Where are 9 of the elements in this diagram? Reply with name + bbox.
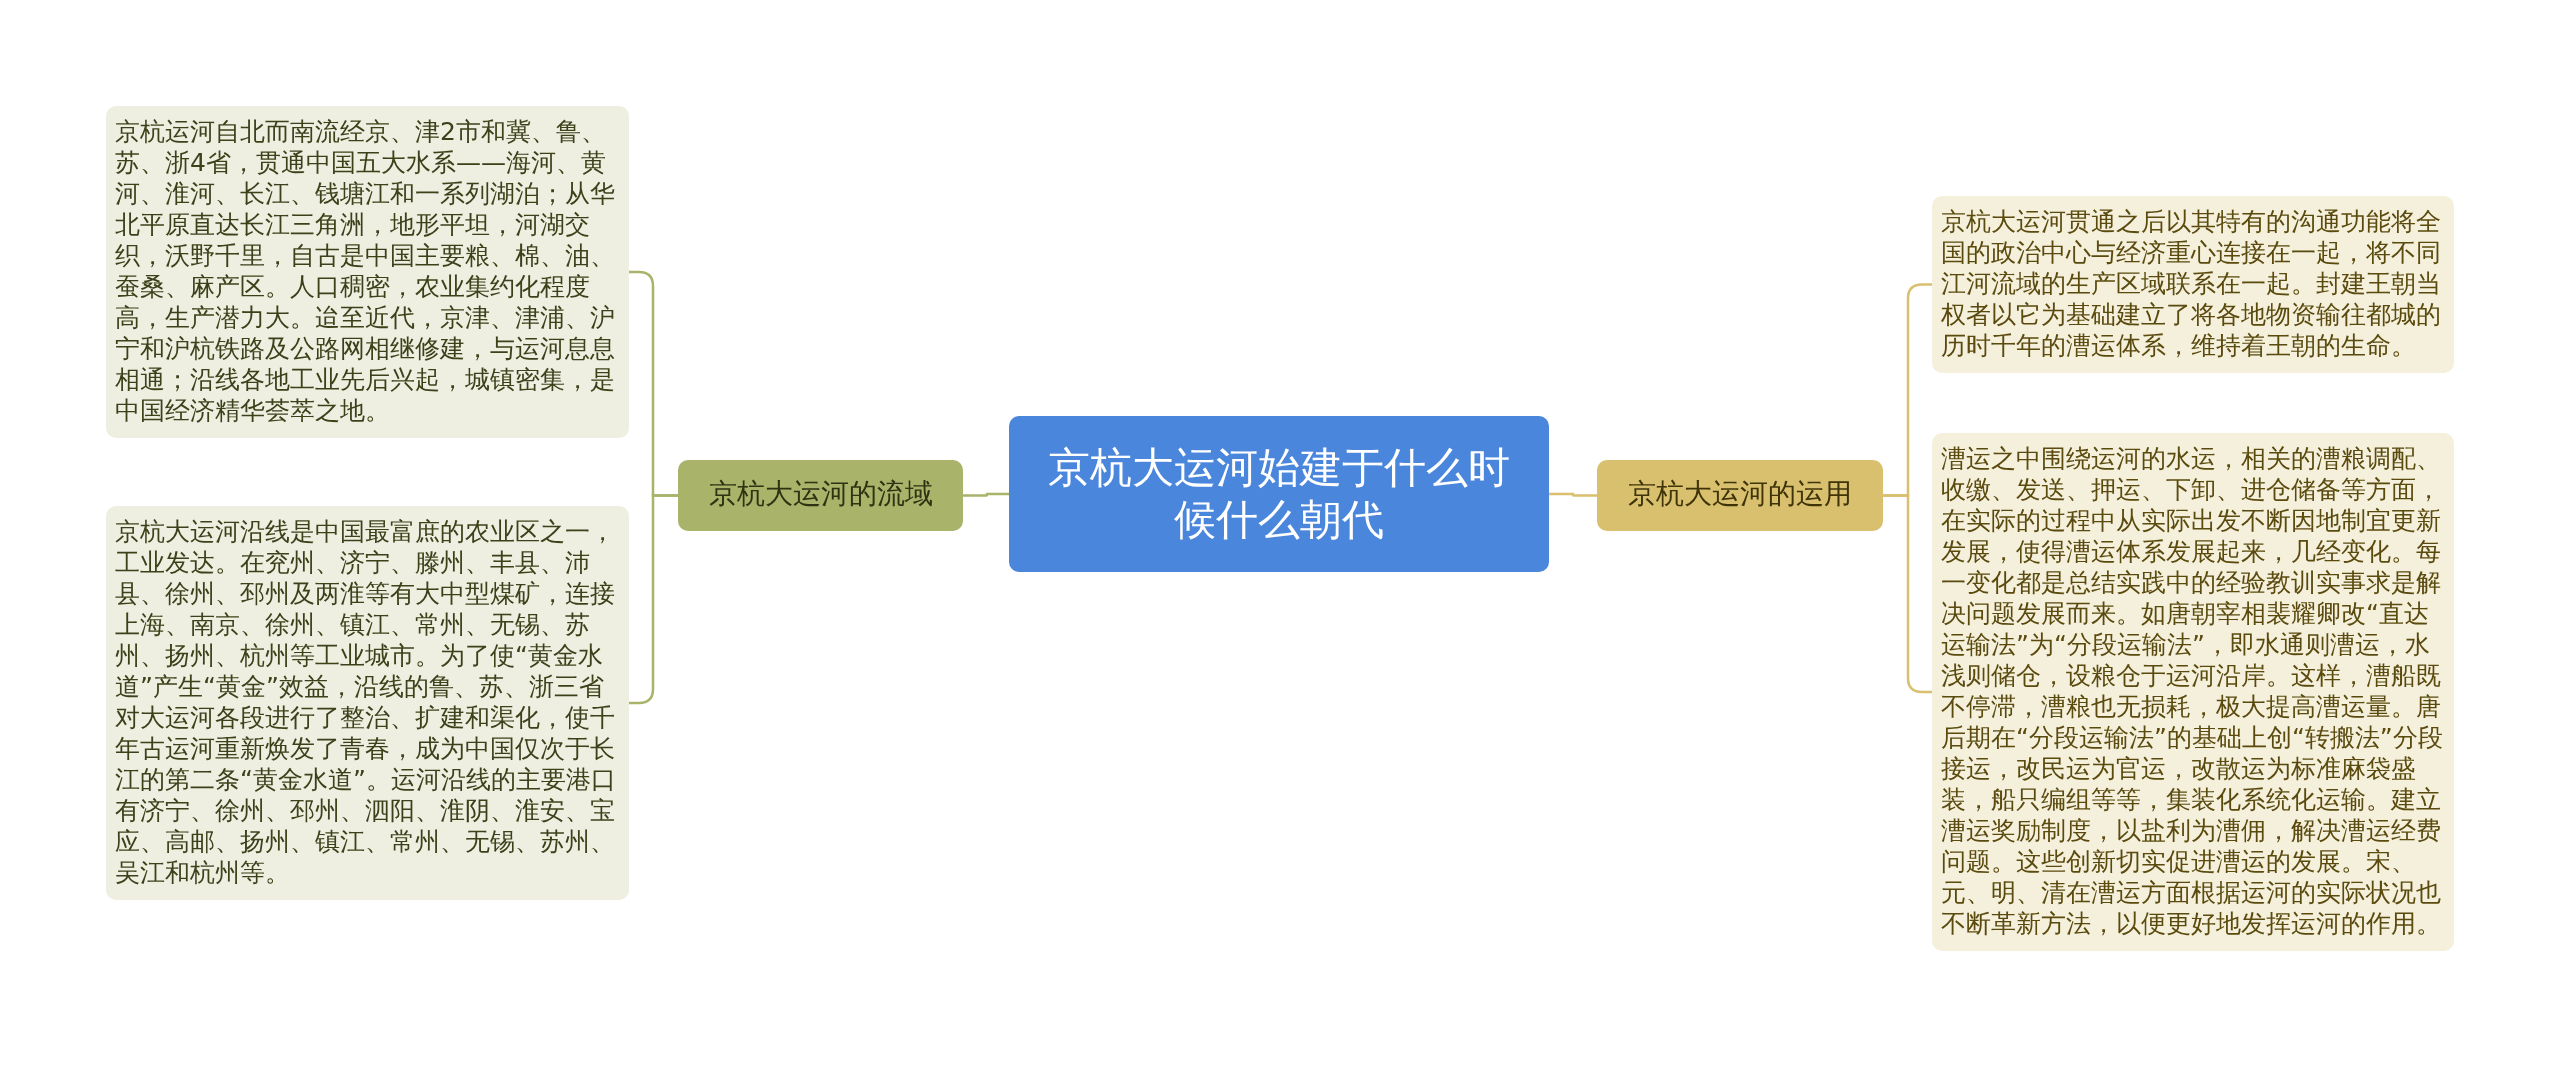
connector-line bbox=[963, 492, 1009, 497]
connector-line bbox=[1549, 492, 1597, 497]
note-box: 京杭运河自北而南流经京、津2市和冀、鲁、苏、浙4省，贯通中国五大水系——海河、黄河、淮河、长江、钱塘江和一系列湖泊；从华北平原直达长江三角洲，地形平坦，河湖交织，沃野千里，自古是中国主要粮、棉、油、蚕桑、麻产区。人口稠密，农业集约化程度高，生产潜力大。迨至近代，京津、津浦、沪宁和沪杭铁路及公路网相继修建，与运河息息相通；沿线各地工业先后兴起，城镇密集，是中国经济精华荟萃之地。 bbox=[106, 106, 629, 438]
central-topic-box: 京杭大运河始建于什么时候什么朝代 bbox=[1009, 416, 1549, 572]
note-box: 京杭大运河沿线是中国最富庶的农业区之一，工业发达。在兖州、济宁、滕州、丰县、沛县、徐州、邳州及两淮等有大中型煤矿，连接上海、南京、徐州、镇江、常州、无锡、苏州、扬州、杭州等工业城市。为了使“黄金水道”产生“黄金”效益，沿线的鲁、苏、浙三省对大运河各段进行了整治、扩建和渠化，使千年古运河重新焕发了青春，成为中国仅次于长江的第二条“黄金水道”。运河沿线的主要港口有济宁、徐州、邳州、泗阳、淮阴、淮安、宝应、高邮、扬州、镇江、常州、无锡、苏州、吴江和杭州等。 bbox=[106, 506, 629, 900]
branch-topic-box: 京杭大运河的运用 bbox=[1597, 460, 1883, 531]
note-box: 京杭大运河贯通之后以其特有的沟通功能将全国的政治中心与经济重心连接在一起，将不同江河流域的生产区域联系在一起。封建王朝当权者以它为基础建立了将各地物资输往都城的历时千年的漕运体系，维持着王朝的生命。 bbox=[1932, 196, 2454, 373]
branch-topic-box: 京杭大运河的流域 bbox=[678, 460, 963, 531]
note-box: 漕运之中围绕运河的水运，相关的漕粮调配、收缴、发送、押运、下卸、进仓储备等方面，在实际的过程中从实际出发不断因地制宜更新发展，使得漕运体系发展起来，几经变化。每一变化都是总结实践中的经验教训实事求是解决问题发展而来。如唐朝宰相裴耀卿改“直达运输法”为“分段运输法”，即水通则漕运，水浅则储仓，设粮仓于运河沿岸。这样，漕船既不停滞，漕粮也无损耗，极大提高漕运量。唐后期在“分段运输法”的基础上创“转搬法”分段接运，改民运为官运，改散运为标准麻袋盛装，船只编组等等，集装化系统化运输。建立漕运奖励制度，以盐利为漕佣，解决漕运经费问题。这些创新切实促进漕运的发展。宋、元、明、清在漕运方面根据运河的实际状况也不断革新方法，以便更好地发挥运河的作用。 bbox=[1932, 433, 2454, 951]
